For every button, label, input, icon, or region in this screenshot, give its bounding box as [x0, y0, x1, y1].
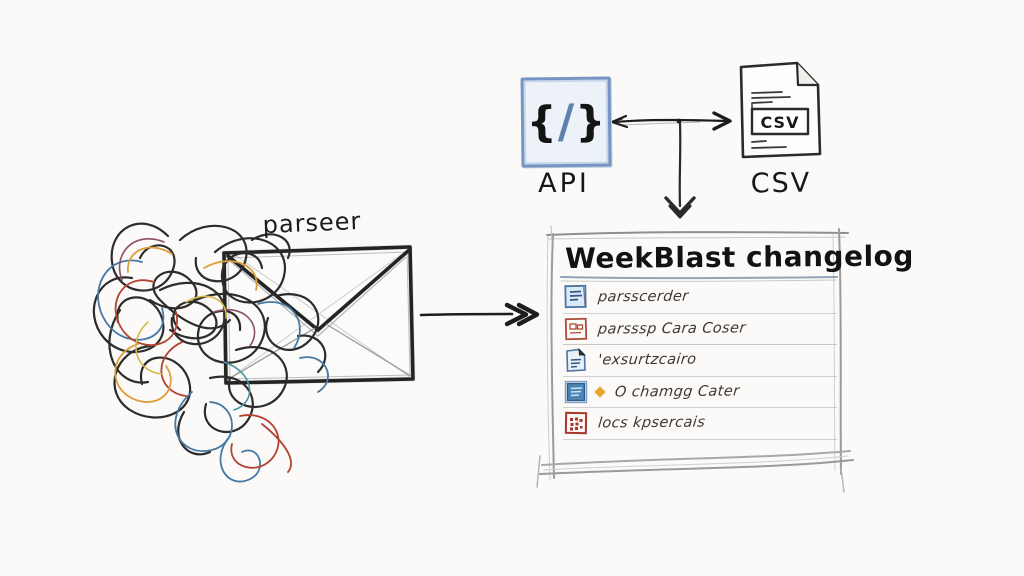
diamond-bullet-icon [594, 386, 606, 398]
changelog-item: parsssp Cara Coser [563, 314, 837, 345]
changelog-item-text: parsscerder [597, 288, 690, 306]
changelog-item: 'exsurtzcairo [563, 345, 837, 377]
image-icon [564, 317, 588, 340]
arrow-down-to-changelog [664, 121, 696, 219]
api-icon: {/} [520, 76, 612, 168]
changelog-item-text: locs kpsercais [597, 414, 706, 432]
document-icon [566, 348, 586, 373]
arrow-api-csv [609, 111, 732, 131]
scribble-tangle [92, 222, 329, 483]
changelog-item: locs kpsercais [563, 408, 837, 440]
changelog-item-text: O chamgg Cater [614, 383, 741, 401]
csv-label: CSV [750, 167, 812, 200]
parser-label: parseer [262, 206, 362, 240]
changelog-title: WeekBlast changelog [564, 239, 915, 275]
changelog-item-text: parsssp Cara Coser [597, 320, 747, 338]
changelog-item: O chamgg Cater [563, 377, 837, 408]
api-label: API [538, 168, 590, 199]
window-icon [564, 380, 588, 403]
grid-icon [564, 412, 588, 435]
changelog-panel-frame [536, 225, 854, 493]
changelog-item: parsscerder [563, 282, 837, 314]
changelog-panel: WeekBlast changelog parsscerder parsssp … [549, 233, 915, 481]
csv-file-icon: CSV [739, 61, 822, 159]
api-glyph-left-brace: { [526, 97, 557, 147]
api-glyph-slash: / [557, 93, 575, 149]
note-icon [564, 285, 587, 309]
changelog-item-text: 'exsurtzcairo [597, 351, 698, 369]
csv-box-text: CSV [761, 113, 800, 132]
api-glyph-right-brace: } [575, 96, 606, 146]
changelog-list: parsscerder parsssp Cara Coser 'exsurtzc… [563, 282, 837, 440]
arrow-parser-to-changelog [419, 302, 540, 327]
